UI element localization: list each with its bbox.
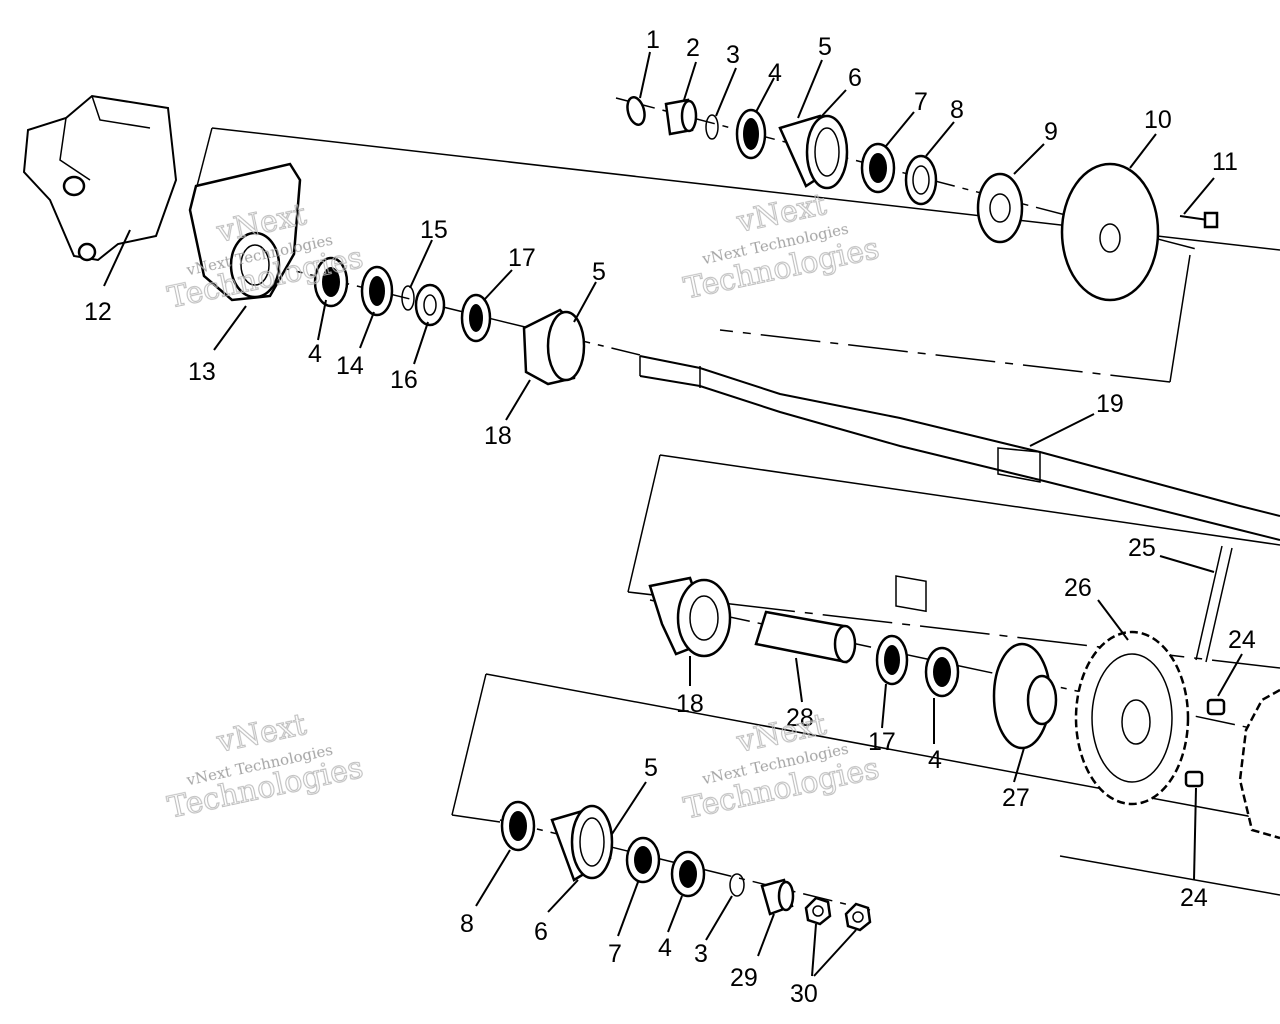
- callout-4: 4: [768, 59, 782, 87]
- bearing-housing-part: [188, 162, 302, 302]
- callout-5: 5: [818, 33, 832, 61]
- leader-lines: [103, 51, 1243, 977]
- callout-18: 18: [484, 422, 512, 450]
- callout-16: 16: [390, 366, 418, 394]
- seal-part: [625, 836, 661, 884]
- seal-part: [860, 142, 896, 194]
- o-ring-part: [729, 873, 745, 897]
- callout-30: 30: [790, 980, 818, 1008]
- callout-11: 11: [1212, 148, 1238, 176]
- seal-part: [670, 850, 706, 898]
- callout-24b: 24: [1180, 884, 1208, 912]
- callout-10: 10: [1144, 106, 1172, 134]
- sprocket-bolt-part: [1184, 770, 1204, 788]
- callout-18b: 18: [676, 690, 704, 718]
- callout-17: 17: [508, 244, 536, 272]
- callout-17b: 17: [868, 728, 896, 756]
- callout-labels: 1 2 3 4 5 6 7 8 9 10 11 12 13 4 14 15 16…: [84, 26, 1256, 1008]
- o-ring-part: [705, 114, 719, 140]
- seal-part: [735, 108, 767, 160]
- brake-disc-part: [1060, 162, 1160, 302]
- drive-sprocket-part: [1074, 630, 1190, 806]
- callout-5b: 5: [592, 258, 606, 286]
- seal-part: [313, 256, 349, 308]
- o-ring-part: [401, 285, 415, 311]
- callout-4c: 4: [928, 746, 942, 774]
- nut-part: [804, 896, 832, 926]
- nut-part: [844, 902, 872, 932]
- seal-part: [875, 634, 909, 686]
- callout-12: 12: [84, 298, 112, 326]
- partial-sprocket-part: [1238, 688, 1280, 840]
- seal-part: [500, 800, 536, 852]
- sprocket-hub-part: [522, 308, 586, 386]
- callout-6b: 6: [534, 918, 548, 946]
- seal-part: [904, 154, 938, 206]
- callout-13: 13: [188, 358, 216, 386]
- callout-26: 26: [1064, 574, 1092, 602]
- spacer-part: [760, 878, 795, 916]
- callout-25: 25: [1128, 534, 1156, 562]
- callout-19: 19: [1096, 390, 1124, 418]
- sprocket-carrier-part: [992, 642, 1058, 750]
- callout-9: 9: [1044, 118, 1058, 146]
- bearing-carrier-part: [778, 114, 849, 190]
- chain-part: [1195, 545, 1233, 663]
- callout-1: 1: [646, 26, 660, 54]
- axle-shaft-part: [639, 355, 1280, 613]
- callout-24: 24: [1228, 626, 1256, 654]
- hub-part: [976, 172, 1024, 244]
- sprocket-bolt-part: [1206, 698, 1226, 716]
- sprocket-hub-part: [648, 576, 732, 658]
- bearing-carrier-part: [550, 804, 614, 882]
- callout-27: 27: [1002, 784, 1030, 812]
- spacer-part: [664, 98, 698, 136]
- callout-8b: 8: [460, 910, 474, 938]
- callout-28: 28: [786, 704, 814, 732]
- callout-3b: 3: [694, 940, 708, 968]
- bolt-part: [1179, 211, 1219, 229]
- snap-ring-part: [626, 96, 646, 126]
- callout-6: 6: [848, 64, 862, 92]
- callout-5c: 5: [644, 754, 658, 782]
- brake-caliper-part: [22, 94, 178, 262]
- washer-part: [414, 283, 446, 327]
- callout-4d: 4: [658, 934, 672, 962]
- callout-7: 7: [914, 88, 928, 116]
- callout-15: 15: [420, 216, 448, 244]
- callout-2: 2: [686, 34, 700, 62]
- callout-29: 29: [730, 964, 758, 992]
- seal-part: [360, 265, 394, 317]
- callout-4b: 4: [308, 340, 322, 368]
- callout-14: 14: [336, 352, 364, 380]
- callout-3: 3: [726, 41, 740, 69]
- callout-8: 8: [950, 96, 964, 124]
- watermark: vNext vNext Technologies Technologies vN…: [164, 186, 883, 827]
- callout-7b: 7: [608, 940, 622, 968]
- spacer-tube-part: [754, 610, 857, 664]
- seal-part: [924, 646, 960, 698]
- seal-part: [460, 293, 492, 343]
